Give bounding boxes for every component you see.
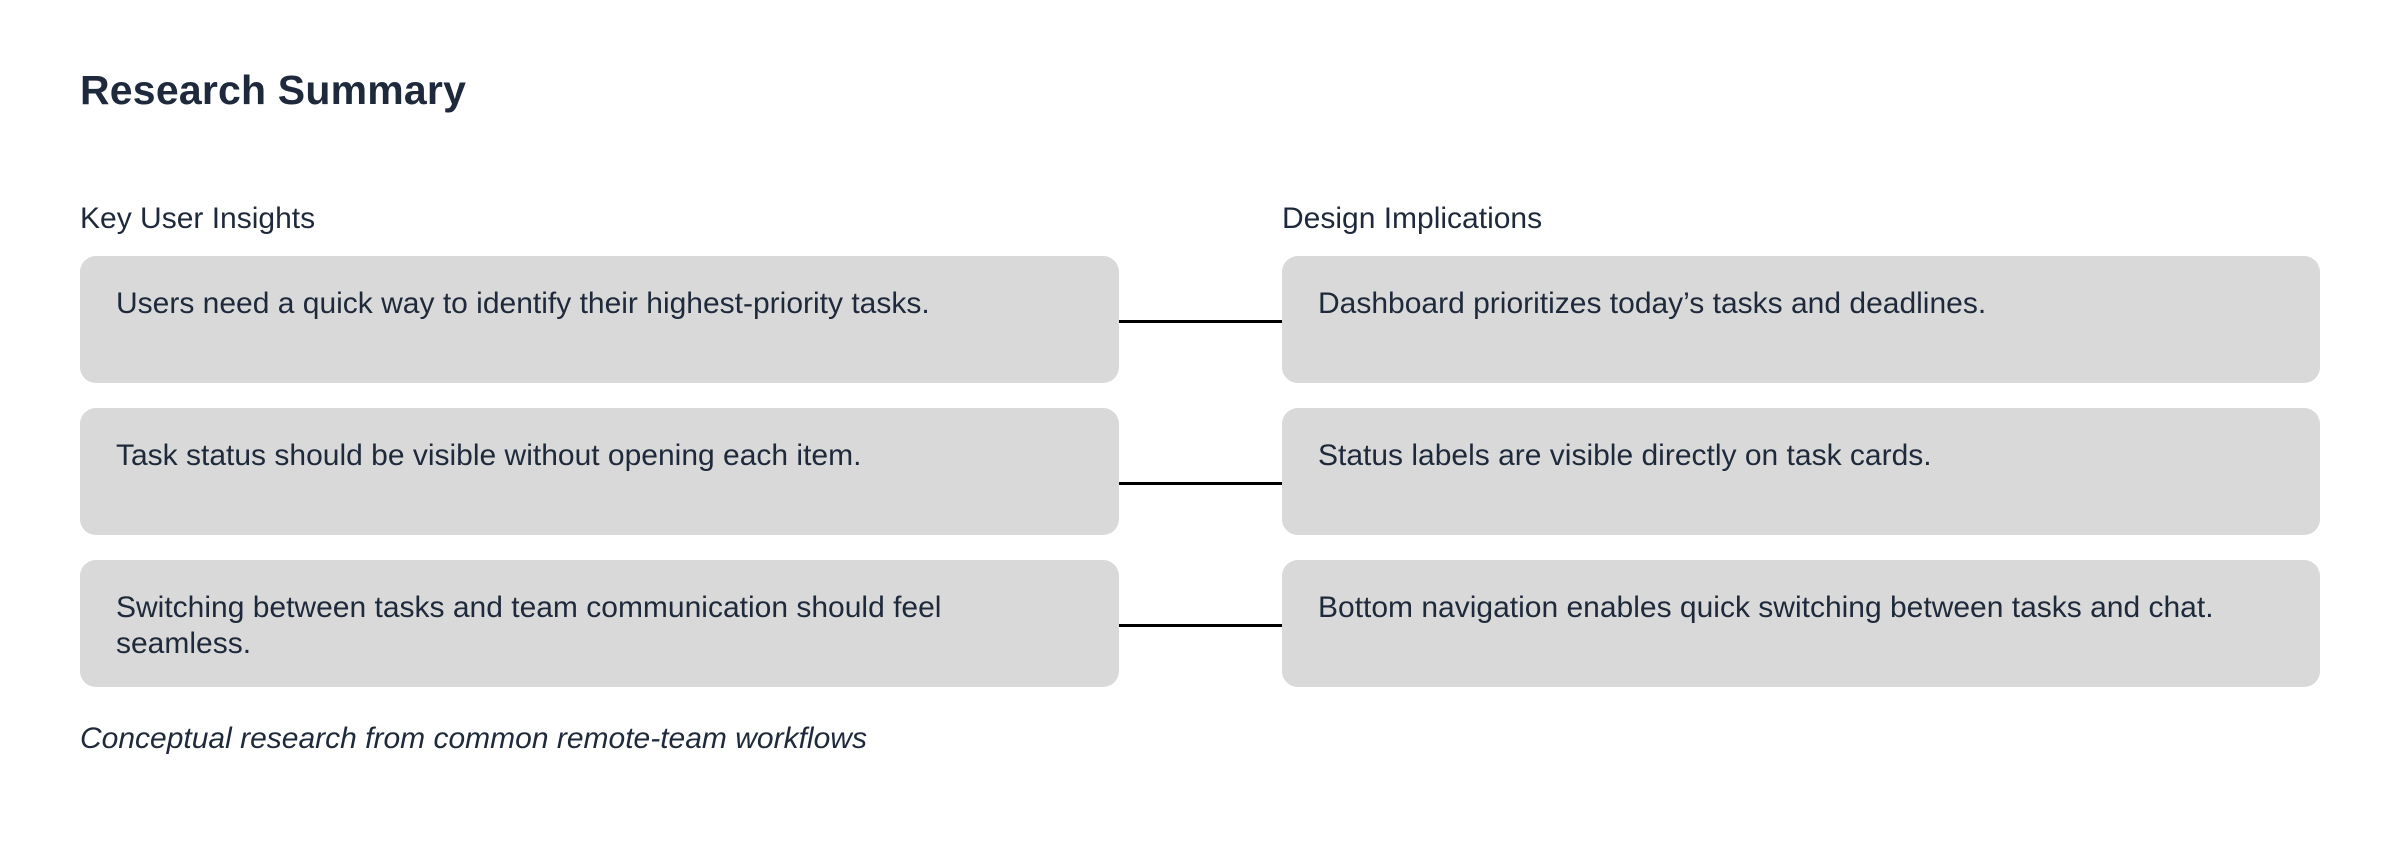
insight-text: Switching between tasks and team communi… (116, 591, 942, 660)
insight-text: Users need a quick way to identify their… (116, 287, 930, 320)
connector-line (1119, 320, 1282, 323)
implication-text: Bottom navigation enables quick switchin… (1318, 591, 2214, 624)
footer-note: Conceptual research from common remote-t… (80, 722, 867, 755)
implication-card: Bottom navigation enables quick switchin… (1282, 560, 2320, 687)
implication-card: Status labels are visible directly on ta… (1282, 408, 2320, 535)
implication-text: Status labels are visible directly on ta… (1318, 439, 1932, 472)
insight-card: Switching between tasks and team communi… (80, 560, 1119, 687)
column-header-design-implications: Design Implications (1282, 202, 1543, 235)
page-title: Research Summary (80, 67, 467, 113)
implication-card: Dashboard prioritizes today’s tasks and … (1282, 256, 2320, 383)
insight-text: Task status should be visible without op… (116, 439, 862, 472)
insight-card: Task status should be visible without op… (80, 408, 1119, 535)
column-header-key-user-insights: Key User Insights (80, 202, 316, 235)
insight-card: Users need a quick way to identify their… (80, 256, 1119, 383)
connector-line (1119, 624, 1282, 627)
connector-line (1119, 482, 1282, 485)
implication-text: Dashboard prioritizes today’s tasks and … (1318, 287, 1987, 320)
